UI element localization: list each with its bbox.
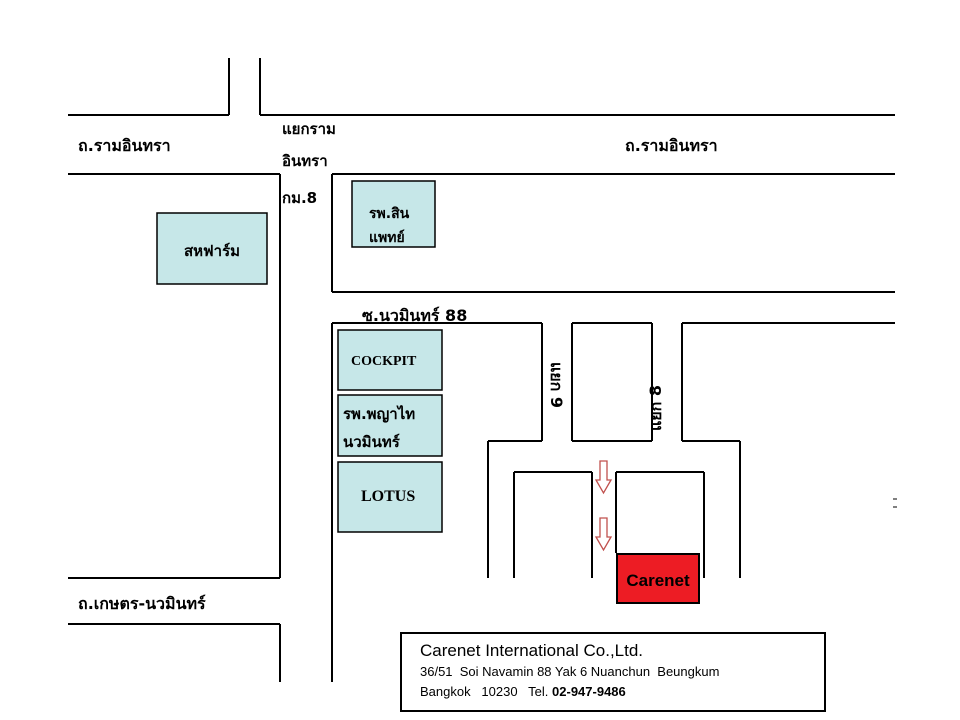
destination-carenet: Carenet (616, 553, 700, 604)
cockpit-label: COCKPIT (351, 354, 417, 369)
carenet-label: Carenet (626, 571, 690, 590)
company-name: Carenet International Co.,Ltd. (420, 641, 644, 660)
junction-label-line3: กม.8 (282, 189, 317, 207)
phyathai-label-line2: นวมินทร์ (343, 433, 401, 451)
road-label-yaek-8: แยก 8 (646, 385, 665, 431)
road-label-ram-intra-right: ถ.รามอินทรา (625, 136, 718, 155)
down-arrow-icon (594, 517, 613, 552)
building-sinphaet: รพ.สิน แพทย์ (351, 180, 436, 248)
sahafarm-label: สหฟาร์ม (184, 242, 240, 260)
telephone-number: 02-947-9486 (552, 684, 626, 699)
road-label-ram-intra-left: ถ.รามอินทรา (78, 136, 171, 155)
company-city-line: Bangkok 10230 Tel. 02-947-9486 (420, 682, 824, 702)
road-outlines (68, 58, 895, 682)
lotus-label: LOTUS (361, 488, 415, 505)
junction-label-line2: อินทรา (282, 152, 328, 170)
building-lotus: LOTUS (337, 461, 443, 533)
down-arrow-icon (594, 460, 613, 495)
building-cockpit: COCKPIT (337, 329, 443, 391)
road-label-yaek-9: แยก 9 (547, 362, 566, 408)
city-postcode: Bangkok 10230 Tel. (420, 684, 553, 699)
company-address: 36/51 Soi Navamin 88 Yak 6 Nuanchun Beun… (420, 664, 720, 679)
road-label-soi-navamin-88: ซ.นวมินทร์ 88 (362, 306, 467, 325)
building-sahafarm: สหฟาร์ม (156, 212, 268, 285)
building-phyathai: รพ.พญาไท นวมินทร์ (337, 394, 443, 457)
sinphaet-label-line2: แพทย์ (369, 229, 405, 246)
phyathai-label-line1: รพ.พญาไท (343, 404, 415, 423)
junction-label-line1: แยกราม (282, 120, 336, 138)
sinphaet-label-line1: รพ.สิน (369, 206, 410, 222)
road-label-kaset-navamin: ถ.เกษตร-นวมินทร์ (78, 594, 206, 613)
company-info-box: Carenet International Co.,Ltd. 36/51 Soi… (400, 632, 826, 712)
